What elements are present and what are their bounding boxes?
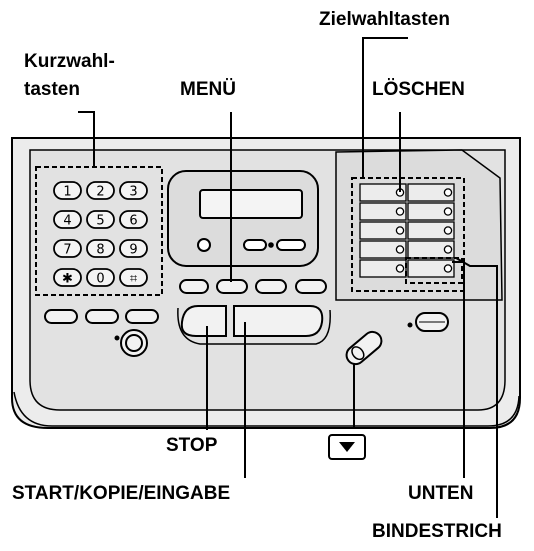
one-touch-led [443,264,453,273]
one-touch-key[interactable] [407,259,455,278]
function-button-3 [255,279,287,294]
display-right-button [276,239,306,251]
lower-left-button-1 [44,309,78,324]
keypad-keys: 1 2 3 4 5 6 7 8 9 ✱ 0 ⌗ [53,181,148,287]
one-touch-led [395,226,405,235]
keypad-key-label: 9 [129,243,137,258]
keypad-key-label: 2 [96,185,104,200]
start-stop-surround [177,307,331,345]
keypad-key-label: 0 [96,272,104,287]
keypad-key-label: 7 [63,243,71,258]
one-touch-key[interactable] [407,202,455,221]
keypad-key[interactable]: 0 [86,268,115,287]
keypad-key[interactable]: 4 [53,210,82,229]
kurzwahl-label-line2: tasten [24,79,80,100]
function-button-1 [179,279,209,294]
one-touch-led [395,207,405,216]
keypad-key-label: 5 [96,214,104,229]
keypad-area [35,166,163,296]
keypad-key[interactable]: 9 [119,239,148,258]
one-touch-key[interactable] [359,240,407,259]
keypad-key[interactable]: ✱ [53,268,82,287]
one-touch-led [443,188,453,197]
loeschen-label: LÖSCHEN [372,79,465,100]
zielwahl-label: Zielwahltasten [319,9,450,30]
bindestrich-leader [455,257,498,518]
one-touch-key[interactable] [359,259,407,278]
kurzwahl-leader [78,111,95,167]
down-arrow-key[interactable] [328,434,366,460]
navigation-lever [345,330,383,366]
one-touch-led [395,264,405,273]
volume-knob [120,329,148,357]
keypad-key[interactable]: 3 [119,181,148,200]
start-button [233,305,324,337]
display-screen [199,189,303,219]
one-touch-key[interactable] [359,221,407,240]
keypad-key[interactable]: 5 [86,210,115,229]
lower-left-button-3 [125,309,159,324]
volume-knob-dot [114,335,120,341]
zielwahl-leader [362,37,408,178]
keypad-key[interactable]: ⌗ [119,268,148,287]
menu-label: MENÜ [180,79,236,100]
unten-key-highlight [405,257,463,284]
keypad-key-label: ✱ [62,272,73,287]
stop-label: STOP [166,435,218,456]
one-touch-led [395,245,405,254]
keypad-key-label: 3 [129,185,137,200]
display-dot [268,242,274,248]
one-touch-key[interactable] [359,202,407,221]
bindestrich-label: BINDESTRICH [372,521,502,542]
one-touch-dashed-area [351,177,465,292]
function-button-4 [295,279,327,294]
unten-label: UNTEN [408,483,474,504]
kurzwahl-label-line1: Kurzwahl- [24,51,115,72]
lower-left-button-2 [85,309,119,324]
device-bottom-lip [13,391,520,427]
start-label: START/KOPIE/EINGABE [12,483,231,504]
display-left-button [243,239,267,251]
keypad-key-label: 6 [129,214,137,229]
keypad-key[interactable]: 6 [119,210,148,229]
display-round-button [197,238,211,252]
one-touch-led [443,226,453,235]
keypad-key-label: 4 [63,214,71,229]
one-touch-key[interactable] [407,221,455,240]
right-oval-dot [407,322,413,328]
keypad-key[interactable]: 2 [86,181,115,200]
volume-knob-inner [125,334,143,352]
keypad-key-label: ⌗ [130,272,138,287]
down-triangle-icon [339,442,355,452]
keypad-key[interactable]: 7 [53,239,82,258]
keypad-key[interactable]: 1 [53,181,82,200]
keypad-key-label: 1 [63,185,71,200]
one-touch-led [443,207,453,216]
stop-button [180,305,227,337]
one-touch-key[interactable] [407,183,455,202]
one-touch-key[interactable] [359,183,407,202]
keypad-key-label: 8 [96,243,104,258]
one-touch-led [443,245,453,254]
one-touch-keys [359,183,463,284]
keypad-key[interactable]: 8 [86,239,115,258]
